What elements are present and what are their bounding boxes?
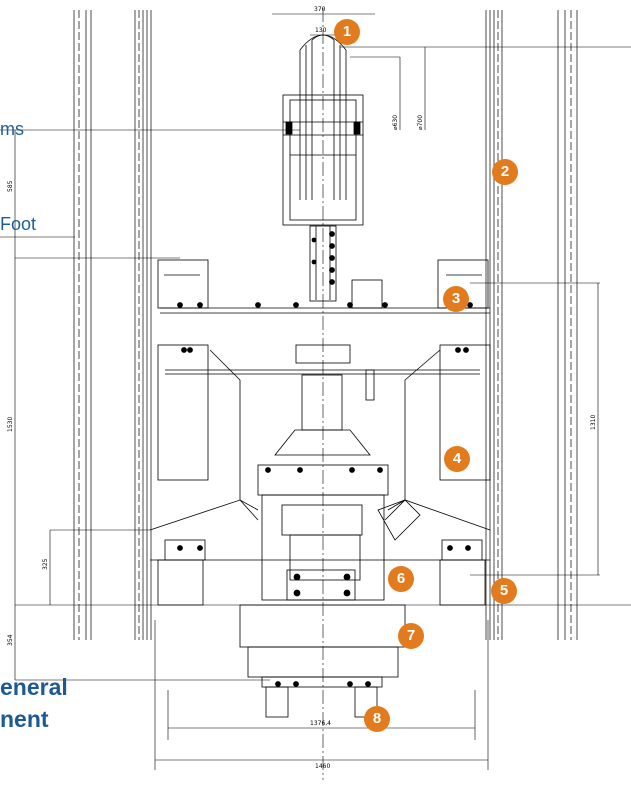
dim-top-width: 370 [314, 6, 326, 13]
text-fragment-top: ms [0, 119, 24, 139]
pump-body [257, 464, 421, 601]
callout-4: 4 [444, 446, 470, 472]
callout-6: 6 [388, 566, 414, 592]
callout-3: 3 [443, 286, 469, 312]
reference-lines [0, 46, 631, 681]
callout-5: 5 [491, 578, 517, 604]
middle-frame [157, 344, 491, 521]
sheave-block [282, 34, 364, 226]
dim-bottom-outer: 1460 [315, 763, 330, 770]
dim-bottom-inner: 1376,4 [310, 720, 331, 727]
text-fragment-middle: Foot [0, 214, 37, 234]
dim-dia-small: ⌀630 [392, 115, 399, 130]
connecting-rod [309, 225, 337, 302]
upper-frame [157, 259, 490, 314]
callout-7: 7 [398, 623, 424, 649]
dim-left-upper: 585 [7, 180, 14, 192]
dim-left-lower: 325 [42, 558, 49, 570]
callout-2: 2 [492, 159, 518, 185]
dim-left-bottom: 354 [7, 634, 14, 646]
dim-dia-large: ⌀700 [417, 115, 424, 130]
dimension-labels: 370 130 ⌀630 ⌀700 585 1530 325 354 1310 … [7, 6, 597, 770]
heading-line-1: eneral [0, 674, 68, 700]
dim-right-main: 1310 [590, 415, 597, 430]
motor-base [239, 604, 406, 718]
heading-line-2: nent [0, 706, 49, 732]
dimension-lines [14, 13, 599, 770]
dim-inner-width: 130 [315, 27, 327, 34]
guide-rails [73, 10, 578, 640]
dim-left-main: 1530 [7, 417, 14, 432]
lower-frame [149, 499, 491, 606]
callout-1: 1 [334, 19, 360, 45]
callout-8: 8 [364, 706, 390, 732]
